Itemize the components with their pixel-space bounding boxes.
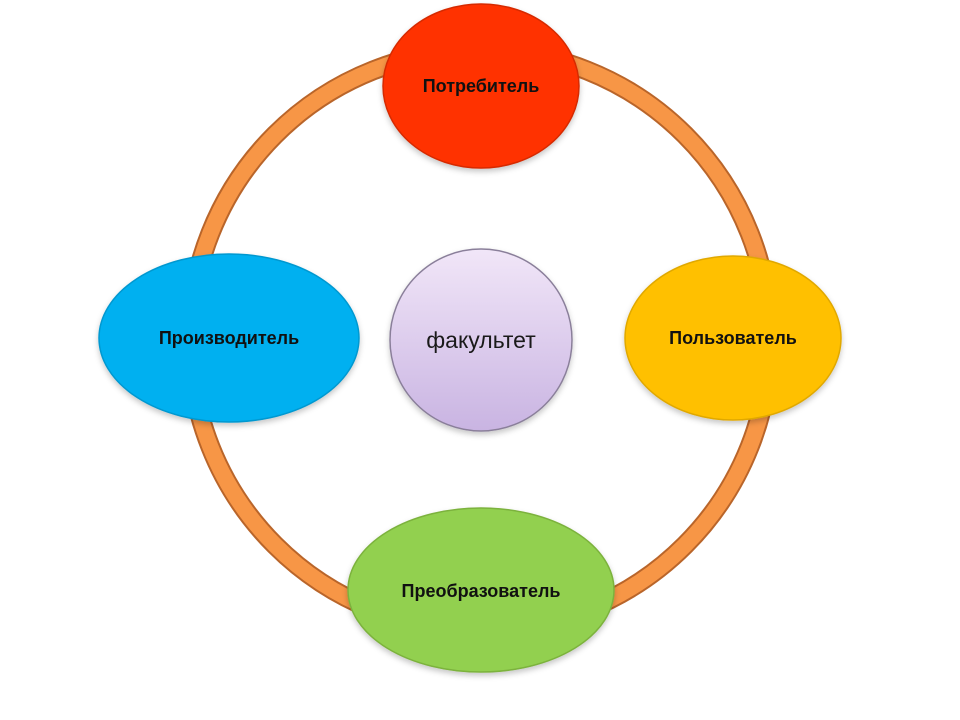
node-bottom-ellipse (347, 507, 615, 673)
center-circle (389, 248, 573, 432)
node-left: Производитель (98, 253, 360, 423)
node-top: Потребитель (382, 3, 580, 169)
node-bottom: Преобразователь (347, 507, 615, 673)
node-top-ellipse (382, 3, 580, 169)
node-left-ellipse (98, 253, 360, 423)
center-label: факультет (426, 327, 536, 353)
node-left-label: Производитель (159, 328, 299, 348)
node-right: Пользователь (624, 255, 842, 421)
node-bottom-label: Преобразователь (402, 581, 561, 601)
node-right-label: Пользователь (669, 328, 797, 348)
center-node: факультет (389, 248, 573, 432)
node-top-label: Потребитель (423, 76, 540, 96)
node-right-ellipse (624, 255, 842, 421)
